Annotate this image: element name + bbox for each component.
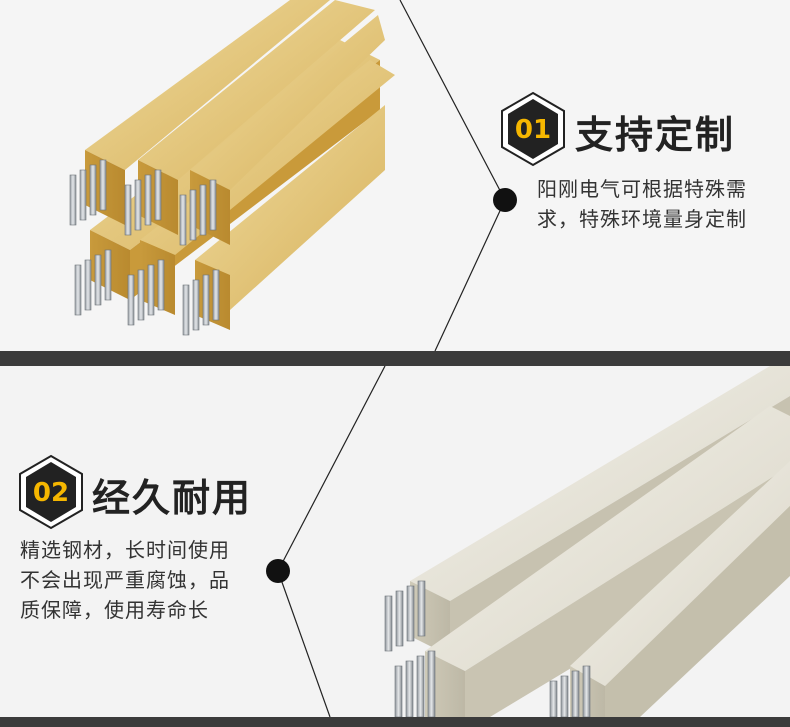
description-line: 阳刚电气可根据特殊需 [537,177,747,201]
feature-number: 02 [32,478,70,508]
timeline-dot-icon [493,188,517,212]
feature-panel-customization: 01 支持定制 阳刚电气可根据特殊需 求，特殊环境量身定制 [0,0,790,351]
timeline-lines [399,0,506,351]
feature-title: 支持定制 [575,113,736,157]
feature-number: 01 [514,115,552,145]
timeline-dot-icon [266,559,290,583]
description-line: 不会出现严重腐蚀，品 [20,568,230,592]
hexagon-badge-icon: 02 [18,454,84,530]
description-line: 求，特殊环境量身定制 [537,207,747,231]
feature-description: 精选钢材，长时间使用 不会出现严重腐蚀，品 质保障，使用寿命长 [20,535,230,625]
description-line: 精选钢材，长时间使用 [20,538,230,562]
product-image-yellow-busbars [69,0,517,351]
hexagon-badge-icon: 01 [500,91,566,167]
timeline-lines [277,366,386,717]
description-line: 质保障，使用寿命长 [20,598,209,622]
section-divider [0,351,790,366]
busbar-copper-fins [384,580,591,717]
busbar-bars [410,366,790,717]
busbar-copper-fins [69,159,220,336]
feature-panel-durability: 02 经久耐用 精选钢材，长时间使用 不会出现严重腐蚀，品 质保障，使用寿命长 [0,366,790,717]
feature-description: 阳刚电气可根据特殊需 求，特殊环境量身定制 [537,174,747,234]
feature-title: 经久耐用 [92,476,253,520]
section-divider [0,717,790,727]
product-image-white-busbars [266,366,790,717]
